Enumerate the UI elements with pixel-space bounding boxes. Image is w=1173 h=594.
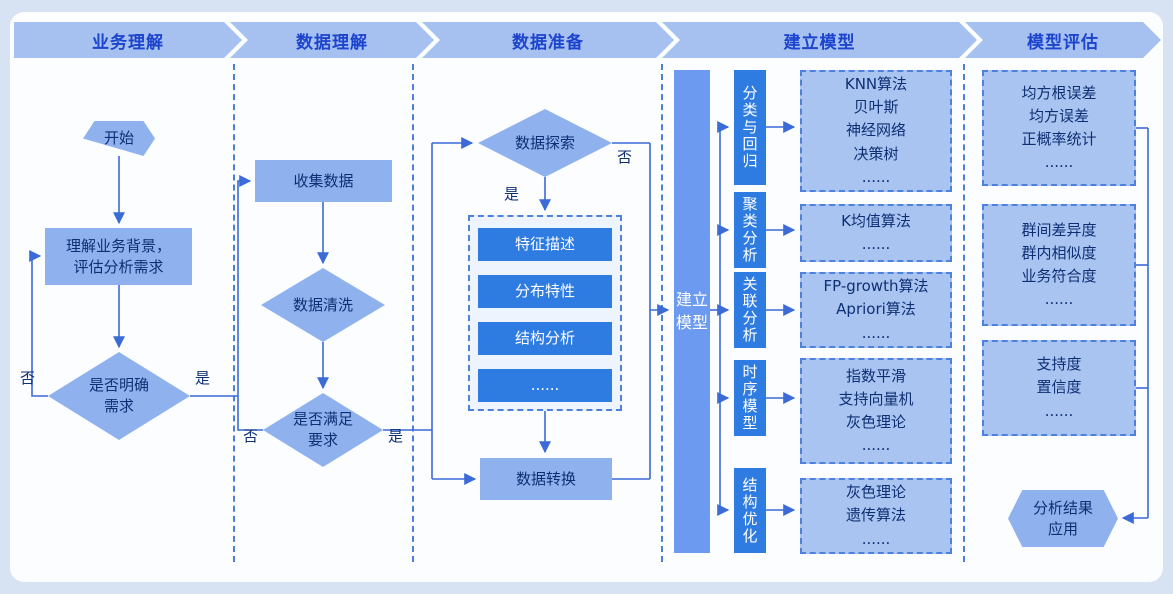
category-bar-time-series: 时序模型 [734, 360, 766, 436]
stage-label: 数据准备 [512, 32, 584, 53]
stage-banner-business-understanding: 业务理解 [14, 22, 242, 58]
collect-data-node: 收集数据 [255, 160, 392, 202]
build-model-label: 建立 模型 [675, 290, 708, 332]
label-yes-exploration: 是 [504, 185, 520, 203]
structure-analysis-step: 结构分析 [478, 322, 612, 355]
category-label: 分类与回归 [740, 85, 759, 170]
category-bar-classification-regression: 分类与回归 [734, 70, 766, 185]
label-yes-requirement: 是 [388, 427, 404, 445]
algorithm-list: 指数平滑 支持向量机 灰色理论 ...... [838, 366, 914, 455]
more-steps: ...... [478, 369, 612, 402]
label-no-requirement: 否 [243, 427, 259, 445]
data-exploration-label: 数据探索 [514, 133, 575, 152]
understand-business-node: 理解业务背景， 评估分析需求 [45, 228, 192, 285]
result-application-label: 分析结果 应用 [1032, 498, 1093, 538]
result-application-node: 分析结果 应用 [1008, 490, 1118, 547]
build-model-bar: 建立 模型 [674, 70, 710, 553]
data-transform-node: 数据转换 [480, 458, 612, 500]
distribution-label: 分布特性 [514, 282, 575, 300]
separator-col2-col3 [412, 64, 414, 562]
category-label: 关联分析 [740, 276, 759, 344]
category-bar-structure-optimization: 结构优化 [734, 468, 766, 553]
meet-requirement-label: 是否满足 要求 [292, 410, 353, 449]
metric-list: 支持度 置信度 ...... [1036, 355, 1082, 420]
algorithm-list: 灰色理论 遗传算法 ...... [845, 483, 906, 548]
evaluation-box-error-metrics: 均方根误差 均方误差 正概率统计 ...... [982, 70, 1136, 186]
category-label: 聚类分析 [740, 196, 759, 264]
separator-col3-col4 [661, 64, 663, 562]
algorithm-list: FP-growth算法 Apriori算法 ...... [823, 277, 929, 342]
separator-col1-col2 [233, 64, 235, 562]
more-steps-label: ...... [530, 376, 560, 394]
category-label: 时序模型 [740, 364, 759, 432]
category-label: 结构优化 [740, 476, 759, 545]
category-bar-association: 关联分析 [734, 272, 766, 348]
feature-description-label: 特征描述 [514, 235, 575, 253]
category-bar-clustering: 聚类分析 [734, 192, 766, 268]
stage-label: 数据理解 [296, 32, 368, 53]
algorithm-box-time-series: 指数平滑 支持向量机 灰色理论 ...... [800, 358, 952, 464]
understand-business-label: 理解业务背景， 评估分析需求 [65, 236, 171, 276]
feature-description-step: 特征描述 [478, 228, 612, 261]
separator-col4-col5 [963, 64, 965, 562]
stage-label: 建立模型 [783, 32, 856, 53]
evaluation-box-support-confidence: 支持度 置信度 ...... [982, 340, 1136, 436]
algorithm-box-classification: KNN算法 贝叶斯 神经网络 决策树 ...... [800, 70, 952, 192]
data-transform-label: 数据转换 [515, 469, 576, 488]
collect-data-label: 收集数据 [293, 171, 354, 190]
stage-banner-data-preparation: 数据准备 [422, 22, 674, 58]
stage-label: 业务理解 [92, 32, 164, 53]
distribution-step: 分布特性 [478, 275, 612, 308]
label-no-clarify: 否 [20, 369, 36, 387]
algorithm-box-structure-optimization: 灰色理论 遗传算法 ...... [800, 478, 952, 554]
data-cleaning-label: 数据清洗 [292, 295, 353, 314]
stage-banner-modeling: 建立模型 [662, 22, 977, 58]
stage-label: 模型评估 [1027, 32, 1099, 53]
start-label: 开始 [103, 129, 134, 147]
stage-banner-data-understanding: 数据理解 [230, 22, 434, 58]
clarify-need-label: 是否明确 需求 [88, 376, 149, 415]
metric-list: 均方根误差 均方误差 正概率统计 ...... [1021, 83, 1097, 172]
algorithm-box-association: FP-growth算法 Apriori算法 ...... [800, 272, 952, 348]
stage-banner-evaluation: 模型评估 [965, 22, 1161, 58]
algorithm-box-clustering: K均值算法 ...... [800, 204, 952, 262]
algorithm-list: KNN算法 贝叶斯 神经网络 决策树 ...... [844, 74, 908, 186]
label-yes-clarify: 是 [195, 369, 211, 387]
structure-analysis-label: 结构分析 [514, 329, 575, 347]
algorithm-list: K均值算法 ...... [841, 211, 911, 253]
metric-list: 群间差异度 群内相似度 业务符合度 ...... [1021, 220, 1097, 309]
label-no-exploration: 否 [617, 148, 633, 166]
evaluation-box-cluster-metrics: 群间差异度 群内相似度 业务符合度 ...... [982, 204, 1136, 326]
